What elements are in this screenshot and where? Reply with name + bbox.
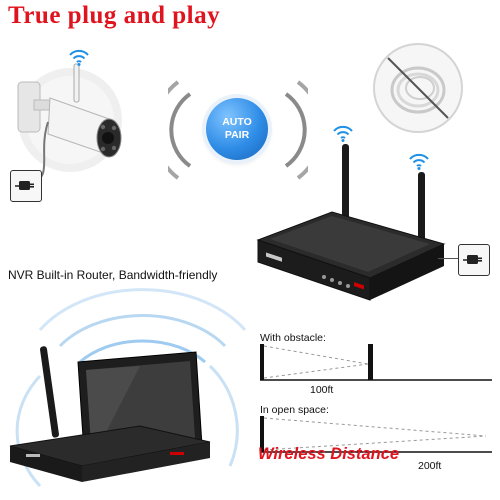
camera-power-plug-box	[10, 170, 42, 202]
camera-illustration	[17, 63, 122, 183]
monitor-kit-illustration	[9, 288, 247, 488]
nvr-power-cable	[438, 258, 458, 259]
auto-pair-line2: PAIR	[224, 129, 250, 141]
nvr-wifi-icon-right	[409, 153, 429, 170]
nvr-illustration	[256, 144, 446, 301]
nvr-power-plug-box	[458, 244, 490, 276]
open-space-distance: 200ft	[418, 460, 442, 472]
obstacle-label: With obstacle:	[260, 332, 326, 344]
obstacle-distance: 100ft	[310, 384, 334, 396]
headline: True plug and play	[8, 2, 221, 29]
nvr-caption: NVR Built-in Router, Bandwidth-friendly	[8, 268, 218, 282]
power-plug-icon	[15, 181, 34, 190]
auto-pair-badge: AUTO PAIR	[206, 98, 268, 160]
obstacle-diagram	[260, 344, 492, 381]
auto-pair-line1: AUTO	[222, 116, 252, 128]
cable-illustration	[373, 43, 463, 133]
open-space-label: In open space:	[260, 404, 329, 416]
pair-signal-arcs	[168, 80, 308, 180]
camera-wifi-icon	[69, 49, 89, 66]
nvr-wifi-icon-left	[333, 125, 353, 142]
open-space-diagram	[260, 416, 492, 453]
power-plug-icon	[463, 255, 482, 264]
wireless-distance-title: Wireless Distance	[258, 445, 400, 463]
